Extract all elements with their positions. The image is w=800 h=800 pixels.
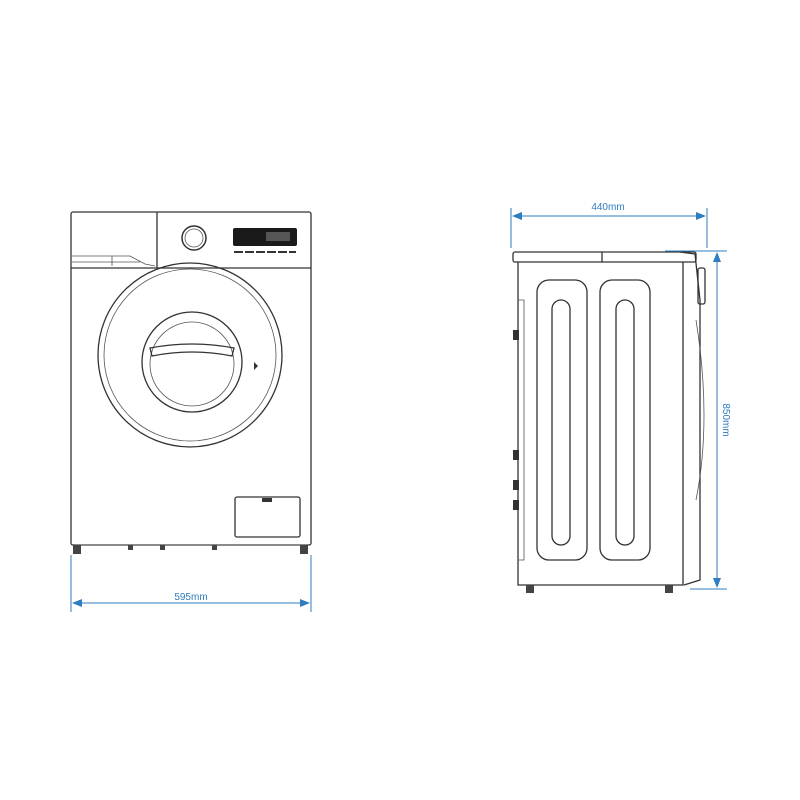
side-top-cover bbox=[512, 251, 697, 263]
depth-label: 440mm bbox=[591, 202, 624, 213]
side-panel-right bbox=[599, 279, 651, 561]
front-view bbox=[70, 211, 312, 554]
height-label: 850mm bbox=[720, 403, 731, 436]
height-dimension: 850mm bbox=[665, 250, 731, 590]
side-knob bbox=[697, 267, 706, 305]
door bbox=[97, 262, 283, 448]
door-handle bbox=[149, 343, 235, 357]
side-body bbox=[517, 262, 684, 586]
side-feet bbox=[526, 585, 673, 593]
detergent-drawer-handle bbox=[72, 255, 156, 267]
side-front-panel bbox=[679, 251, 701, 586]
side-view bbox=[512, 251, 706, 593]
filter-door bbox=[234, 496, 301, 538]
side-panel-left bbox=[536, 279, 588, 561]
width-label: 595mm bbox=[174, 592, 207, 603]
width-dimension: 595mm bbox=[70, 555, 312, 612]
depth-dimension: 440mm bbox=[510, 202, 708, 248]
feet bbox=[73, 545, 308, 554]
program-knob bbox=[181, 225, 207, 251]
